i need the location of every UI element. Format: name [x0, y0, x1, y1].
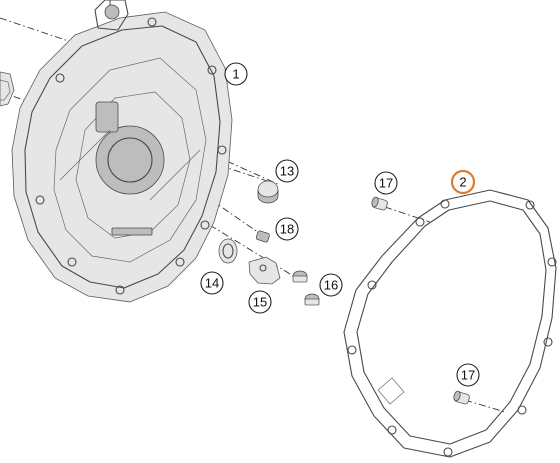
callout-18: 18 [275, 217, 299, 241]
callout-label: 15 [253, 295, 267, 310]
callout-label: 14 [205, 276, 219, 291]
clutch-cover [11, 0, 233, 303]
callout-17-upper: 17 [374, 171, 398, 195]
callout-circle [374, 171, 398, 195]
seal-ring [218, 238, 238, 264]
bracket [248, 256, 281, 285]
callout-label: 17 [379, 176, 393, 191]
callout-circle [319, 273, 343, 297]
screw-small [255, 230, 270, 243]
callout-circle [275, 159, 299, 183]
callout-15: 15 [248, 290, 272, 314]
callout-circle [275, 217, 299, 241]
callout-circle-highlighted [450, 169, 476, 195]
callout-circle [248, 290, 272, 314]
callout-2: 2 [450, 169, 476, 195]
callout-label: 18 [280, 222, 294, 237]
shaft-end-fragment [0, 71, 15, 107]
callout-label: 1 [232, 67, 239, 82]
callout-circle [200, 271, 224, 295]
callout-circle [224, 62, 248, 86]
callout-16: 16 [319, 273, 343, 297]
dowel-pin-upper [371, 196, 388, 211]
callout-label: 17 [461, 368, 475, 383]
gasket [343, 189, 557, 458]
callout-label: 2 [459, 175, 466, 190]
screws [292, 270, 320, 306]
callout-1: 1 [224, 62, 248, 86]
dowel-pin-lower [453, 390, 470, 405]
callout-label: 16 [324, 278, 338, 293]
callout-label: 13 [280, 164, 294, 179]
plug [257, 180, 279, 204]
callout-17-lower: 17 [456, 363, 480, 387]
callout-circle [456, 363, 480, 387]
callout-13: 13 [275, 159, 299, 183]
callout-14: 14 [200, 271, 224, 295]
